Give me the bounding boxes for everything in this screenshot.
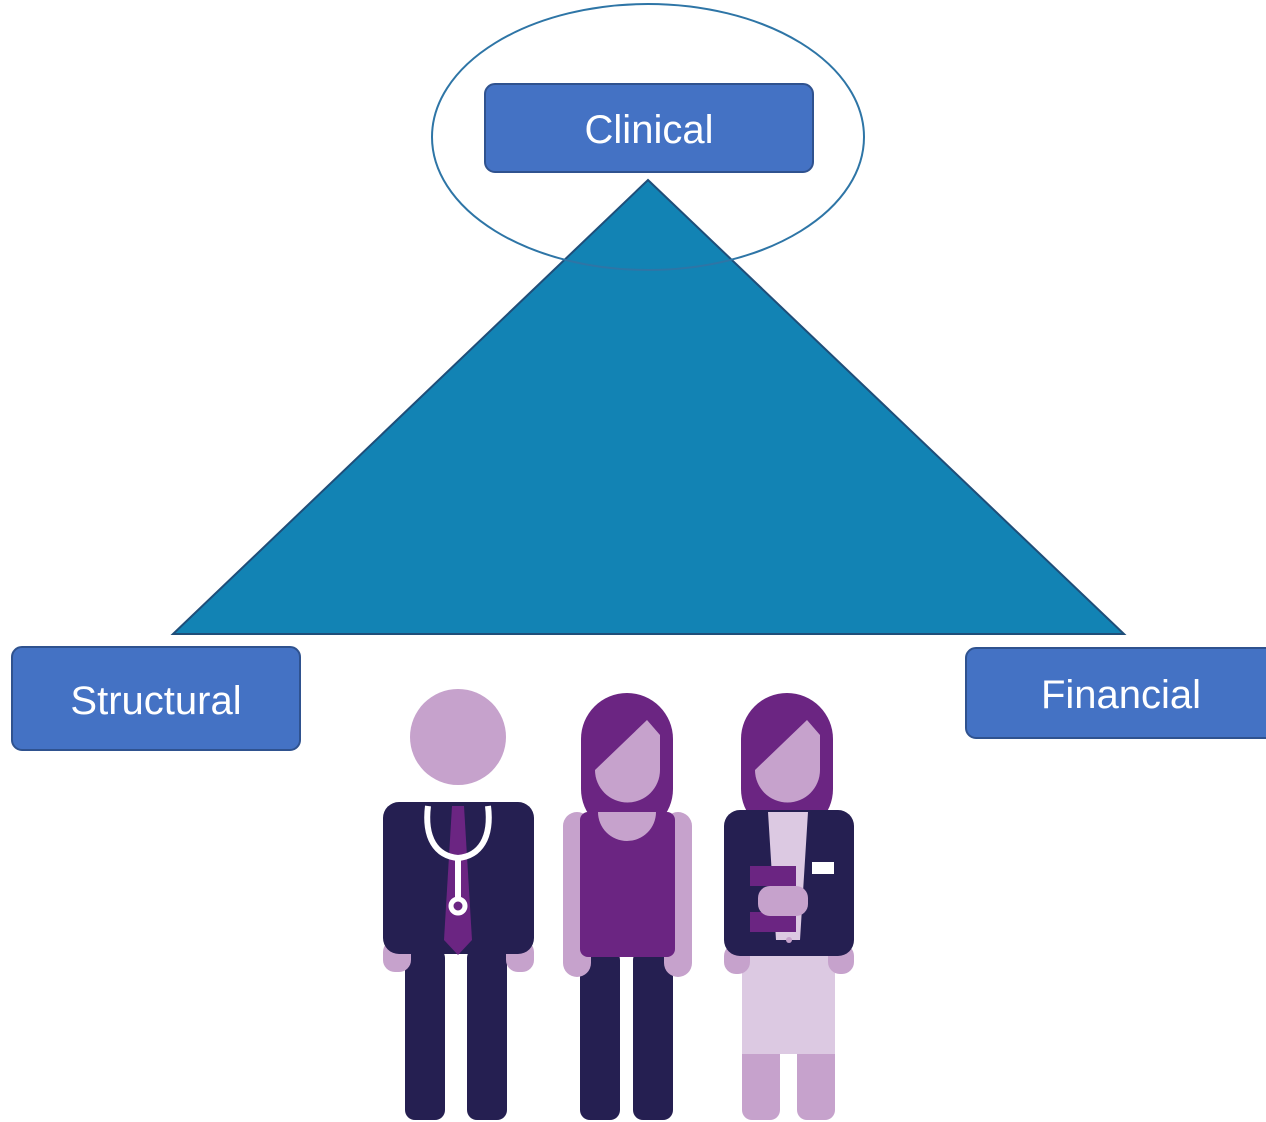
structural-node: Structural (11, 646, 301, 751)
clinical-label: Clinical (585, 108, 714, 152)
manager-figure (724, 693, 854, 1120)
financial-node: Financial (965, 647, 1266, 739)
triangle (170, 178, 1127, 635)
doctor-figure (383, 689, 534, 1120)
highlight-ellipse (431, 3, 865, 271)
financial-label: Financial (1041, 673, 1201, 717)
patient-figure (563, 693, 692, 1120)
structural-label: Structural (70, 679, 241, 723)
clinical-node: Clinical (484, 83, 814, 173)
